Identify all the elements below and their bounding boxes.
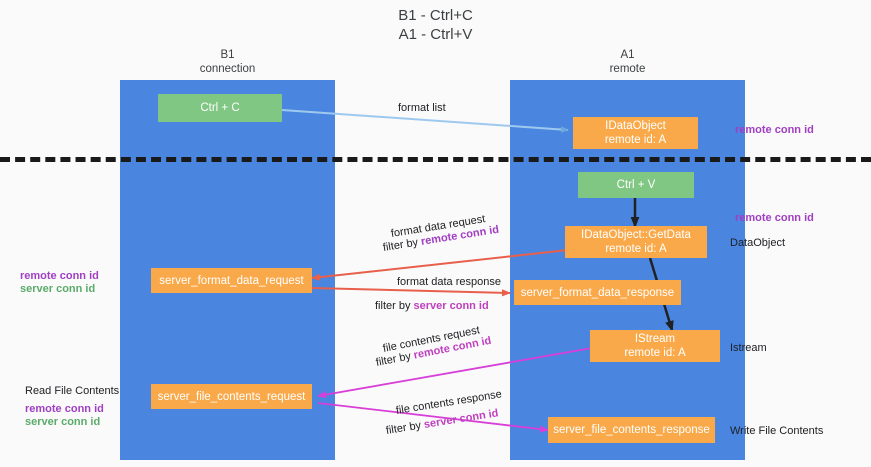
lane-header-b1: B1 connection	[120, 48, 335, 76]
node-server-file-contents-response[interactable]: server_file_contents_response	[548, 417, 715, 443]
edge-label-format-data-request-filter-prefix: filter by	[382, 236, 422, 254]
node-getdata-line1: IDataObject::GetData	[581, 229, 691, 241]
lane-header-a1-line2: remote	[609, 63, 646, 75]
lane-header-b1-line1: B1	[220, 49, 235, 61]
node-ctrl-c-label: Ctrl + C	[200, 102, 240, 114]
edge-label-format-data-response-filter-prefix: filter by	[375, 300, 414, 312]
node-istream[interactable]: IStream remote id: A	[590, 330, 720, 362]
node-istream-line2: remote id: A	[624, 347, 686, 359]
diagram-title-line2: A1 - Ctrl+V	[398, 26, 473, 43]
node-ctrl-c[interactable]: Ctrl + C	[158, 94, 282, 122]
annotation-right-istream: Istream	[730, 342, 767, 354]
node-server-file-contents-request[interactable]: server_file_contents_request	[151, 384, 312, 409]
annotation-right-remote-conn-id-mid: remote conn id	[735, 212, 814, 224]
node-server-file-contents-request-label: server_file_contents_request	[157, 390, 306, 403]
annotation-right-write-file-contents: Write File Contents	[730, 425, 824, 437]
node-istream-line1: IStream	[634, 333, 676, 345]
node-server-format-data-response-label: server_format_data_response	[520, 286, 675, 299]
edge-label-file-contents-request-filter-prefix: filter by	[374, 349, 415, 369]
lane-header-b1-line2: connection	[199, 63, 256, 75]
annotation-left-read-file-contents: Read File Contents	[25, 385, 120, 397]
phase-separator	[0, 157, 871, 162]
diagram-title: B1 - Ctrl+C A1 - Ctrl+V	[0, 6, 871, 44]
node-getdata[interactable]: IDataObject::GetData remote id: A	[565, 226, 707, 258]
annotation-right-dataobject: DataObject	[730, 237, 786, 249]
annotation-right-remote-conn-id-top: remote conn id	[735, 124, 814, 136]
annotation-left-server-conn-id-mid: server conn id	[20, 283, 96, 295]
edge-label-format-data-response-filter: filter by server conn id	[375, 299, 489, 313]
edge-label-format-data-response: format data response	[397, 276, 501, 288]
node-getdata-line2: remote id: A	[605, 243, 667, 255]
node-server-format-data-request-label: server_format_data_request	[159, 274, 304, 287]
annotation-left-remote-conn-id-mid: remote conn id	[20, 270, 99, 282]
lane-header-a1-line1: A1	[620, 49, 635, 61]
edge-label-format-data-response-filter-key: server conn id	[413, 300, 489, 312]
lane-header-a1: A1 remote	[510, 48, 745, 76]
node-idataobject-line1: IDataObject	[605, 120, 666, 132]
node-server-format-data-request[interactable]: server_format_data_request	[151, 268, 312, 293]
node-server-file-contents-response-label: server_file_contents_response	[553, 424, 710, 436]
annotation-left-remote-conn-id-low: remote conn id	[25, 403, 104, 415]
node-idataobject-line2: remote id: A	[604, 134, 667, 146]
node-ctrl-v[interactable]: Ctrl + V	[578, 172, 694, 198]
node-ctrl-v-label: Ctrl + V	[616, 179, 656, 191]
edge-label-format-list: format list	[398, 102, 446, 114]
annotation-left-server-conn-id-low: server conn id	[25, 416, 101, 428]
diagram-title-line1: B1 - Ctrl+C	[398, 7, 473, 24]
edge-label-file-contents-response-filter-prefix: filter by	[385, 419, 425, 437]
node-idataobject[interactable]: IDataObject remote id: A	[573, 117, 698, 149]
